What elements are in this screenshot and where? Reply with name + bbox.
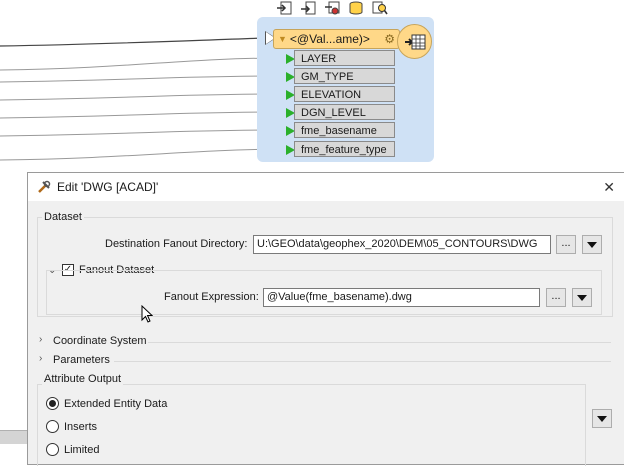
edit-writer-dialog: Edit 'DWG [ACAD]' ✕ Dataset Destination … (27, 172, 624, 466)
radio-limited-label: Limited (64, 444, 100, 456)
fanout-expr-input[interactable]: @Value(fme_basename).dwg (263, 288, 540, 307)
chevron-down-icon (597, 415, 607, 422)
writer-toolbar (274, 0, 390, 16)
writer-header[interactable]: ▼ <@Val...ame)> ⚙ (273, 29, 400, 49)
connection-fme-feature-type (0, 148, 287, 161)
coordinate-system-section[interactable]: Coordinate System (53, 335, 147, 347)
attribute-layer[interactable]: LAYER (294, 50, 395, 66)
chevron-down-icon (587, 241, 597, 248)
radio-inserts-label: Inserts (64, 421, 98, 433)
attribute-port-fme-feature-type[interactable] (286, 145, 295, 155)
fanout-expr-browse-button[interactable]: ... (546, 288, 566, 307)
import-icon[interactable] (298, 0, 318, 15)
parameters-chevron-icon[interactable]: › (39, 353, 43, 364)
attribute-port-gm-type[interactable] (286, 72, 295, 82)
tools-icon (38, 180, 51, 193)
chevron-down-icon (577, 294, 587, 301)
writer-table-icon[interactable] (397, 24, 432, 59)
attribute-fme-feature-type[interactable]: fme_feature_type (294, 141, 395, 157)
attribute-port-fme-basename[interactable] (286, 126, 295, 136)
gear-icon[interactable]: ⚙ (384, 32, 395, 46)
connection-gm-type (0, 75, 287, 83)
connection-main (0, 37, 267, 47)
dest-dir-label: Destination Fanout Directory: (105, 238, 248, 250)
attribute-port-layer[interactable] (286, 54, 295, 64)
canvas-scrollbar-left[interactable] (0, 430, 27, 444)
attribute-fme-basename[interactable]: fme_basename (294, 122, 395, 138)
dataset-group (37, 217, 613, 317)
radio-limited[interactable] (46, 443, 59, 456)
dest-dir-input[interactable]: U:\GEO\data\geophex_2020\DEM\05_CONTOURS… (253, 235, 551, 254)
connection-layer (0, 57, 287, 71)
dest-dir-dropdown-button[interactable] (582, 235, 602, 254)
writer-header-label: <@Val...ame)> (289, 32, 370, 46)
connection-fme-basename (0, 129, 287, 137)
attribute-port-elevation[interactable] (286, 90, 295, 100)
attribute-gm-type[interactable]: GM_TYPE (294, 68, 395, 84)
attribute-dgn-level[interactable]: DGN_LEVEL (294, 104, 395, 120)
coordinate-system-chevron-icon[interactable]: › (39, 334, 43, 345)
dialog-title: Edit 'DWG [ACAD]' (57, 180, 159, 194)
connection-elevation (0, 93, 287, 101)
dialog-title-bar[interactable]: Edit 'DWG [ACAD]' ✕ (28, 173, 624, 201)
database-icon[interactable] (346, 0, 366, 15)
writer-input-port[interactable] (266, 32, 275, 44)
dest-dir-browse-button[interactable]: ... (556, 235, 576, 254)
feature-type-icon[interactable] (322, 0, 342, 15)
fanout-expr-dropdown-button[interactable] (572, 288, 592, 307)
parameters-divider (114, 361, 611, 362)
connection-dgn-level (0, 111, 287, 119)
radio-extended-entity-data[interactable] (46, 397, 59, 410)
radio-inserts[interactable] (46, 420, 59, 433)
coordinate-system-divider (148, 342, 611, 343)
attribute-port-dgn-level[interactable] (286, 108, 295, 118)
parameters-section[interactable]: Parameters (53, 354, 110, 366)
mouse-cursor-icon (141, 305, 153, 323)
close-icon[interactable]: ✕ (603, 179, 615, 195)
radio-extended-entity-data-label: Extended Entity Data (64, 398, 168, 410)
attribute-output-dropdown-button[interactable] (592, 409, 612, 428)
attribute-elevation[interactable]: ELEVATION (294, 86, 395, 102)
collapse-triangle-icon[interactable]: ▼ (278, 34, 287, 44)
attribute-output-group (37, 384, 586, 466)
inspect-icon[interactable] (370, 0, 390, 15)
attribute-output-label: Attribute Output (42, 373, 124, 385)
writer-icon[interactable] (274, 0, 294, 15)
fanout-expr-label: Fanout Expression: (164, 291, 259, 303)
fanout-group (46, 270, 602, 315)
dataset-group-label: Dataset (42, 211, 84, 223)
